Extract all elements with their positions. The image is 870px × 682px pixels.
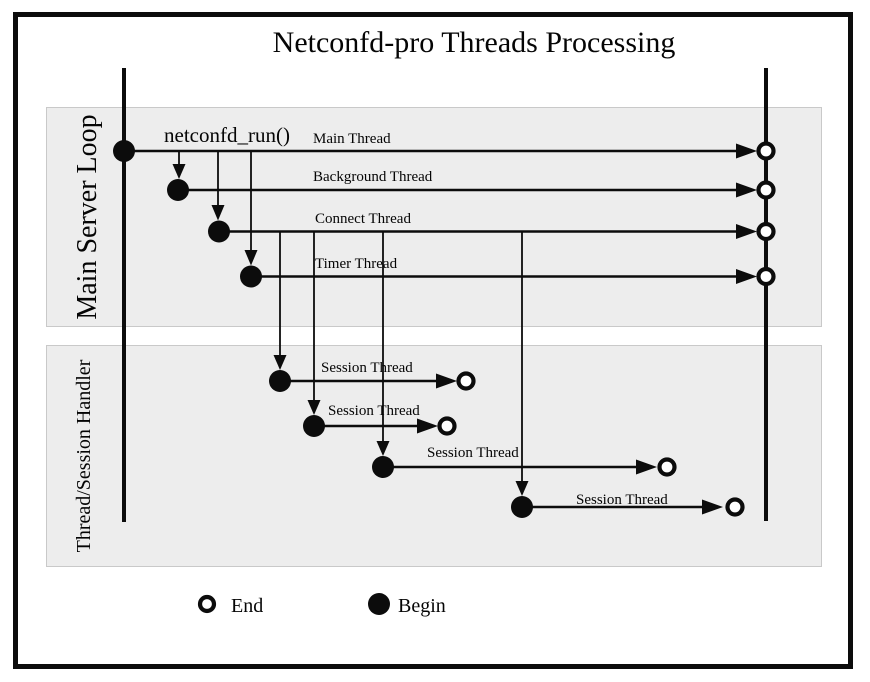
- arrowhead-icon: [244, 250, 258, 266]
- end-marker-icon: [725, 497, 745, 517]
- end-marker-icon: [756, 141, 776, 161]
- spawn-arrow-session-4: [515, 231, 529, 496]
- begin-marker-icon: [167, 179, 189, 201]
- legend-begin-label: Begin: [398, 595, 446, 617]
- thread-line-session-4: [511, 496, 745, 518]
- begin-marker-icon: [368, 593, 390, 615]
- thread-label-session-2: Session Thread: [328, 403, 420, 419]
- begin-marker-icon: [511, 496, 533, 518]
- end-marker-icon: [657, 457, 677, 477]
- end-marker-icon: [756, 266, 776, 287]
- arrowhead-icon: [273, 355, 287, 370]
- end-marker-icon: [756, 221, 776, 242]
- thread-line-session-1: [269, 370, 476, 392]
- arrowhead-icon: [636, 459, 657, 475]
- thread-line-session-3: [372, 456, 677, 478]
- page-title: Netconfd-pro Threads Processing: [272, 26, 676, 59]
- spawn-arrow-session-2: [307, 231, 321, 415]
- thread-label-session-4: Session Thread: [576, 492, 668, 508]
- panel-main-server-loop: [46, 107, 822, 327]
- spawn-arrow-background: [172, 151, 186, 179]
- arrowhead-icon: [307, 400, 321, 415]
- spawn-arrow-session-1: [273, 231, 287, 370]
- thread-label-connect: Connect Thread: [315, 211, 411, 227]
- function-call-label: netconfd_run(): [164, 123, 290, 147]
- arrowhead-icon: [736, 143, 757, 159]
- begin-marker-icon: [372, 456, 394, 478]
- arrowhead-icon: [417, 418, 438, 434]
- panel-label-main-server-loop: Main Server Loop: [72, 114, 103, 320]
- begin-marker-icon: [240, 265, 262, 288]
- thread-label-main: Main Thread: [313, 131, 391, 147]
- begin-marker-icon: [269, 370, 291, 392]
- spawn-arrow-session-3: [376, 231, 390, 456]
- thread-line-timer: [240, 265, 776, 288]
- arrowhead-icon: [736, 269, 757, 284]
- legend-end-label: End: [231, 595, 264, 617]
- spawn-arrow-timer: [244, 151, 258, 266]
- arrowhead-icon: [515, 481, 529, 496]
- end-marker-icon: [437, 416, 457, 436]
- thread-label-background: Background Thread: [313, 169, 433, 185]
- arrowhead-icon: [702, 499, 723, 515]
- arrowhead-icon: [172, 164, 186, 179]
- arrowhead-icon: [736, 182, 757, 198]
- thread-label-session-3: Session Thread: [427, 445, 519, 461]
- spawn-arrow-connect: [211, 151, 225, 221]
- arrowhead-icon: [436, 373, 457, 389]
- thread-line-connect: [208, 220, 776, 243]
- begin-marker-icon: [208, 220, 230, 243]
- arrowhead-icon: [376, 441, 390, 456]
- arrowhead-icon: [211, 205, 225, 221]
- thread-line-background: [167, 179, 776, 201]
- end-marker-icon: [456, 371, 476, 391]
- legend-markers: [197, 593, 390, 615]
- end-marker-icon: [756, 180, 776, 200]
- thread-label-timer: Timer Thread: [315, 256, 398, 272]
- thread-line-session-2: [303, 415, 457, 437]
- thread-label-session-1: Session Thread: [321, 360, 413, 376]
- thread-line-main: [113, 140, 776, 162]
- begin-marker-icon: [303, 415, 325, 437]
- end-marker-icon: [197, 594, 217, 614]
- panel-label-thread-session-handler: Thread/Session Handler: [72, 359, 95, 553]
- arrowhead-icon: [736, 224, 757, 239]
- begin-marker-icon: [113, 140, 135, 162]
